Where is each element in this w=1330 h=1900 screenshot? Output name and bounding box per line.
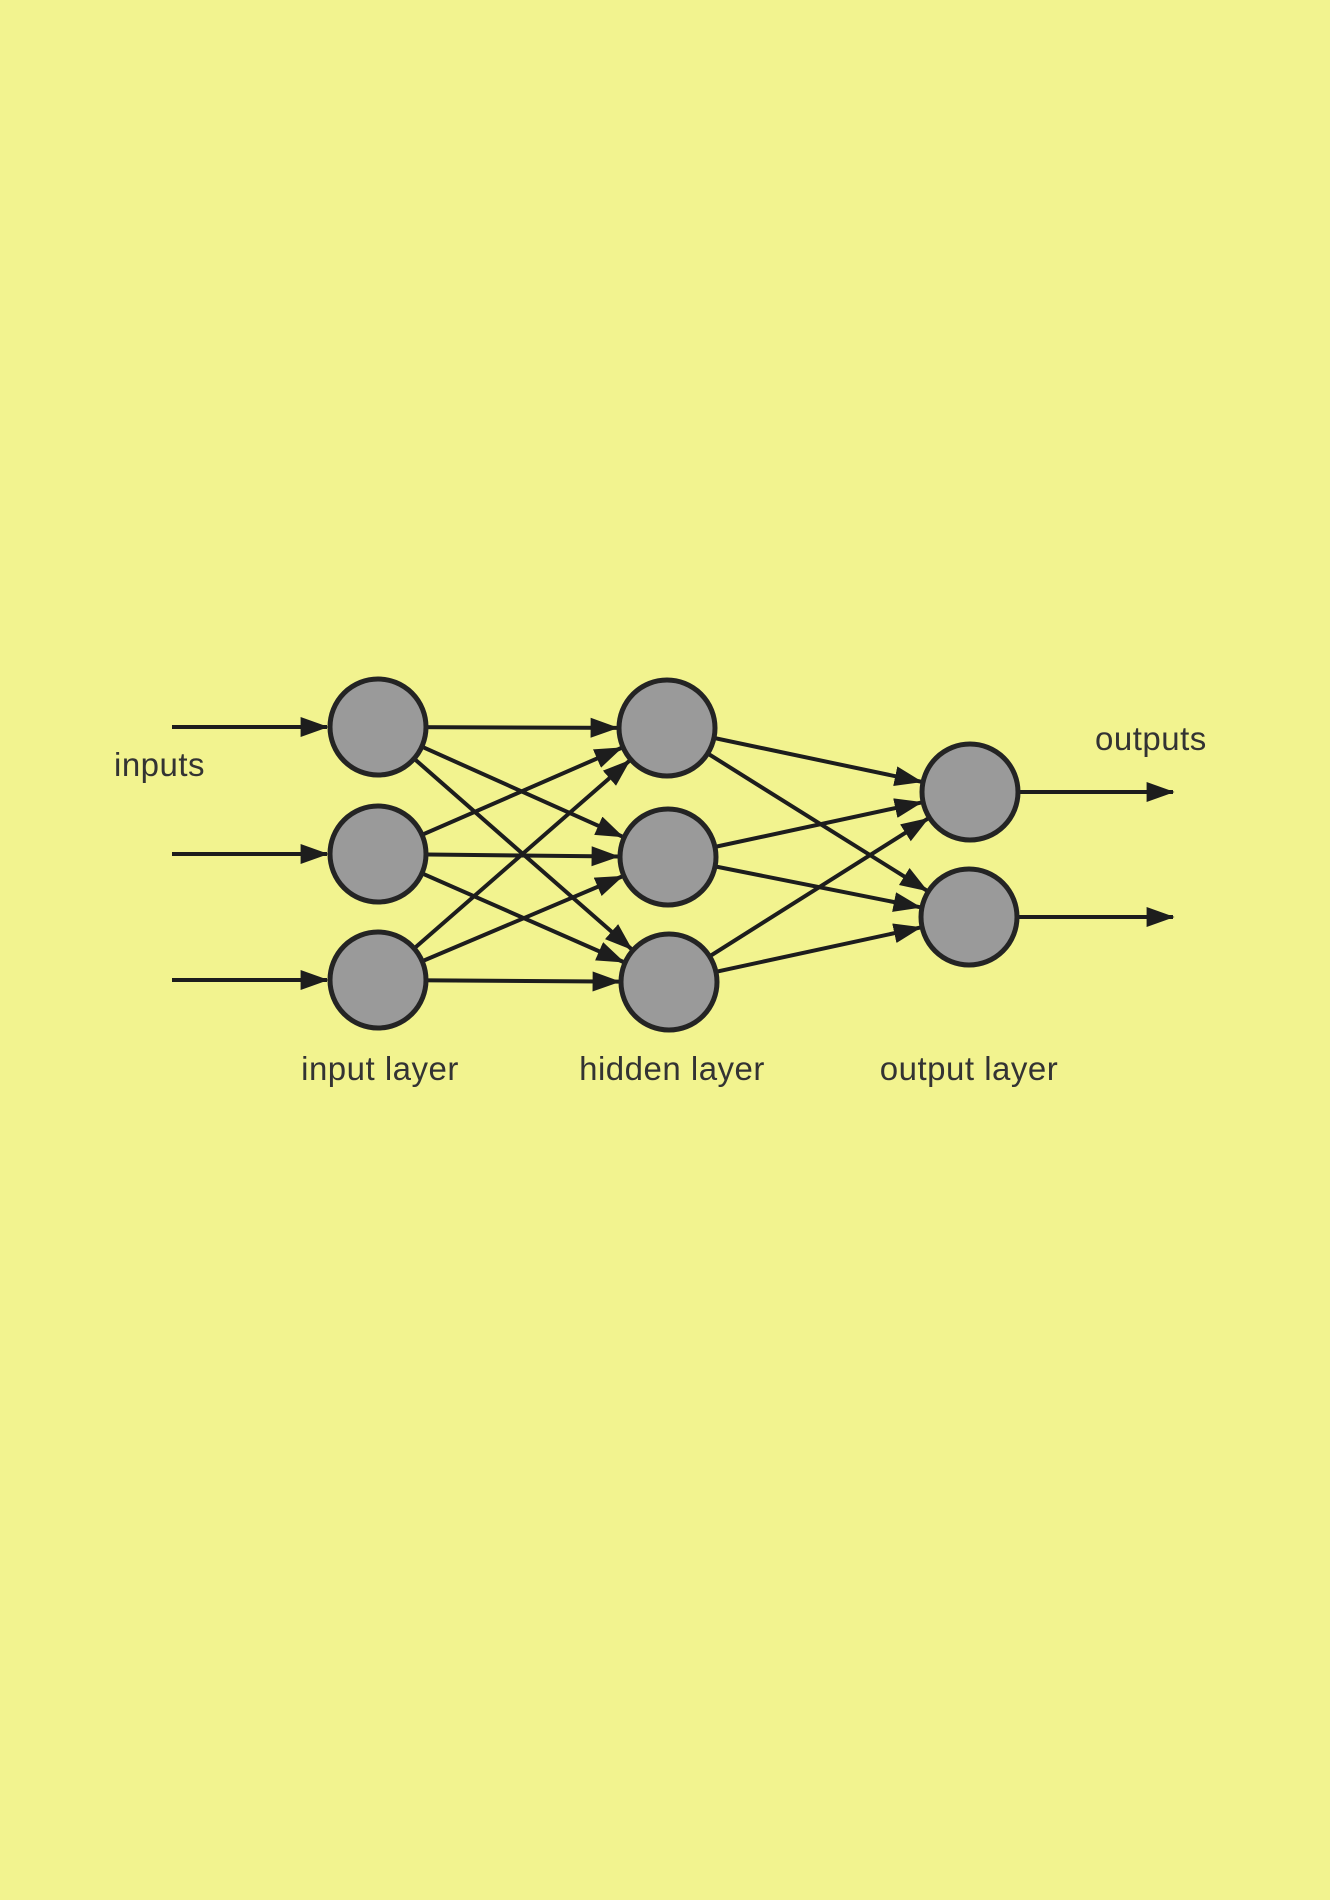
input-node-1 xyxy=(327,676,429,778)
edge-hidden1-output2 xyxy=(665,726,928,893)
output-layer-label: output layer xyxy=(879,1050,1059,1087)
edge-hidden3-output1 xyxy=(667,816,930,984)
nodes-group xyxy=(327,676,1021,1033)
hidden-node-3 xyxy=(618,931,720,1033)
input-node-3 xyxy=(327,929,429,1031)
edge-input1-hidden3 xyxy=(376,725,633,951)
output-node-2 xyxy=(918,866,1020,968)
hidden-layer-label: hidden layer xyxy=(579,1050,765,1087)
edge-input3-hidden1 xyxy=(376,759,631,982)
hidden-node-2 xyxy=(617,806,719,908)
outputs-label: outputs xyxy=(1095,720,1207,757)
hidden-node-1 xyxy=(616,677,718,779)
output-node-1 xyxy=(919,741,1021,843)
inputs-label: inputs xyxy=(114,746,206,783)
input-layer-label: input layer xyxy=(301,1050,459,1087)
input-node-2 xyxy=(327,803,429,905)
